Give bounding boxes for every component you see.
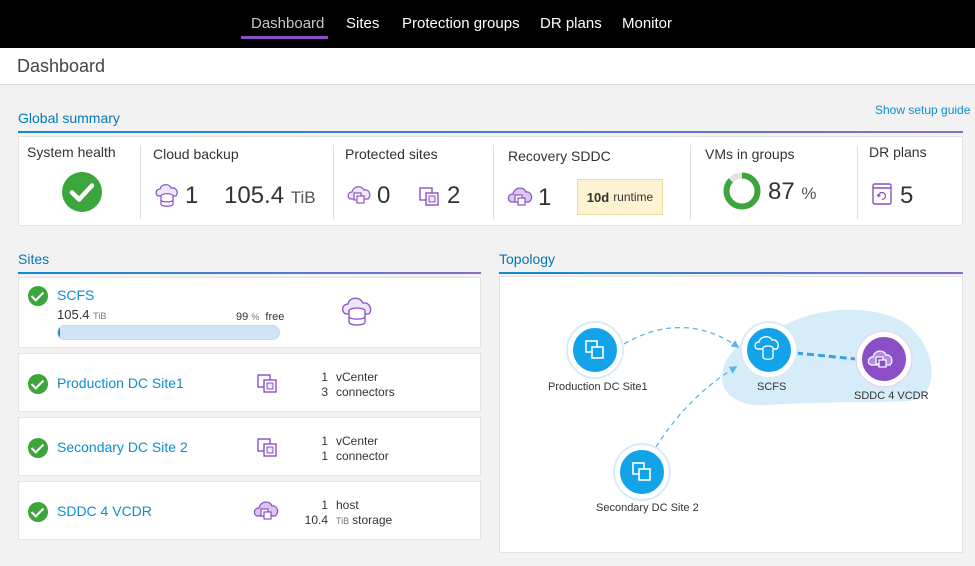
link-secondary-to-scfs bbox=[655, 366, 738, 448]
nav-tab-sites[interactable]: Sites bbox=[346, 15, 380, 32]
status-check-icon bbox=[28, 502, 48, 522]
sites-section-rule bbox=[18, 272, 481, 274]
summary-divider bbox=[690, 145, 691, 219]
summary-divider bbox=[333, 145, 334, 219]
global-summary-rule bbox=[18, 131, 963, 133]
datacenter-site-icon bbox=[257, 438, 277, 457]
vms-in-groups-percent: 87 % bbox=[768, 178, 817, 205]
node-label-production-dc: Production DC Site1 bbox=[548, 381, 648, 393]
capacity-progress-bar bbox=[57, 325, 280, 340]
site-card-scfs[interactable]: SCFS 105.4 TiB 99 % free bbox=[18, 277, 481, 348]
summary-divider bbox=[140, 145, 141, 219]
cloud-site-icon bbox=[347, 186, 371, 204]
dr-plan-icon bbox=[872, 183, 892, 205]
nav-tab-protection-groups[interactable]: Protection groups bbox=[402, 15, 520, 32]
cloud-backup-capacity: 105.4 TiB bbox=[224, 182, 316, 209]
node-production-dc[interactable] bbox=[566, 321, 624, 379]
cloud-backup-count: 1 bbox=[185, 182, 199, 209]
topology-diagram bbox=[566, 309, 932, 501]
sites-section-title: Sites bbox=[18, 251, 50, 267]
sddc-cloud-icon bbox=[507, 187, 533, 206]
site-name-link[interactable]: Production DC Site1 bbox=[57, 375, 184, 391]
node-scfs[interactable] bbox=[740, 321, 798, 379]
sddc-cloud-icon bbox=[253, 501, 279, 520]
capacity-progress-fill bbox=[58, 326, 61, 339]
node-label-scfs: SCFS bbox=[757, 381, 787, 393]
dr-plans-label: DR plans bbox=[869, 144, 927, 160]
node-label-secondary-dc: Secondary DC Site 2 bbox=[596, 502, 699, 514]
protected-sites-count-cloud: 0 bbox=[377, 182, 391, 209]
site-free-space: 99 % free bbox=[236, 311, 285, 323]
system-health-label: System health bbox=[27, 144, 116, 160]
link-scfs-to-sddc bbox=[795, 351, 857, 361]
page-title: Dashboard bbox=[17, 56, 106, 76]
page-header: Dashboard bbox=[0, 48, 975, 85]
recovery-sddc-label: Recovery SDDC bbox=[508, 148, 611, 164]
site-name-link[interactable]: SDDC 4 VCDR bbox=[57, 503, 152, 519]
datacenter-site-icon bbox=[257, 374, 277, 393]
summary-divider bbox=[493, 145, 494, 219]
node-sddc[interactable] bbox=[855, 330, 913, 388]
nav-tab-dashboard[interactable]: Dashboard bbox=[251, 15, 325, 32]
vms-donut-chart bbox=[723, 172, 761, 210]
topology-section-rule bbox=[499, 272, 963, 274]
nav-tab-dr-plans[interactable]: DR plans bbox=[540, 15, 602, 32]
vms-donut-arc bbox=[723, 172, 761, 210]
topology-section-title: Topology bbox=[499, 251, 556, 267]
node-secondary-dc[interactable] bbox=[613, 443, 671, 501]
node-label-sddc: SDDC 4 VCDR bbox=[854, 390, 929, 402]
cloud-backup-label: Cloud backup bbox=[153, 146, 239, 162]
cloud-storage-icon bbox=[155, 184, 178, 207]
status-check-icon bbox=[28, 438, 48, 458]
cloud-storage-icon bbox=[754, 336, 779, 350]
global-summary-card: System health Cloud backup 1 105.4 TiB P… bbox=[18, 136, 963, 226]
status-check-icon bbox=[28, 374, 48, 394]
datacenter-site-icon bbox=[419, 187, 439, 206]
show-setup-guide-link[interactable]: Show setup guide bbox=[875, 103, 971, 117]
protected-sites-count-dc: 2 bbox=[447, 182, 461, 209]
health-check-icon bbox=[62, 172, 102, 212]
link-production-to-scfs bbox=[623, 326, 740, 348]
status-check-icon bbox=[28, 286, 48, 306]
protected-sites-label: Protected sites bbox=[345, 146, 438, 162]
vms-in-groups-label: VMs in groups bbox=[705, 146, 795, 162]
recovery-sddc-count: 1 bbox=[538, 184, 552, 211]
summary-divider bbox=[857, 145, 858, 219]
top-nav: Dashboard Sites Protection groups DR pla… bbox=[0, 0, 975, 48]
nav-tab-monitor[interactable]: Monitor bbox=[622, 15, 673, 32]
topology-panel: Production DC Site1 SCFS SDDC 4 VCDR Sec… bbox=[499, 276, 963, 553]
site-name-link[interactable]: Secondary DC Site 2 bbox=[57, 439, 188, 455]
dr-plans-count: 5 bbox=[900, 182, 914, 209]
nav-active-underline bbox=[241, 36, 328, 39]
cloud-storage-icon bbox=[341, 297, 372, 326]
global-summary-title: Global summary bbox=[18, 110, 120, 126]
site-name-link[interactable]: SCFS bbox=[57, 287, 95, 303]
site-capacity: 105.4 TiB bbox=[57, 307, 107, 322]
